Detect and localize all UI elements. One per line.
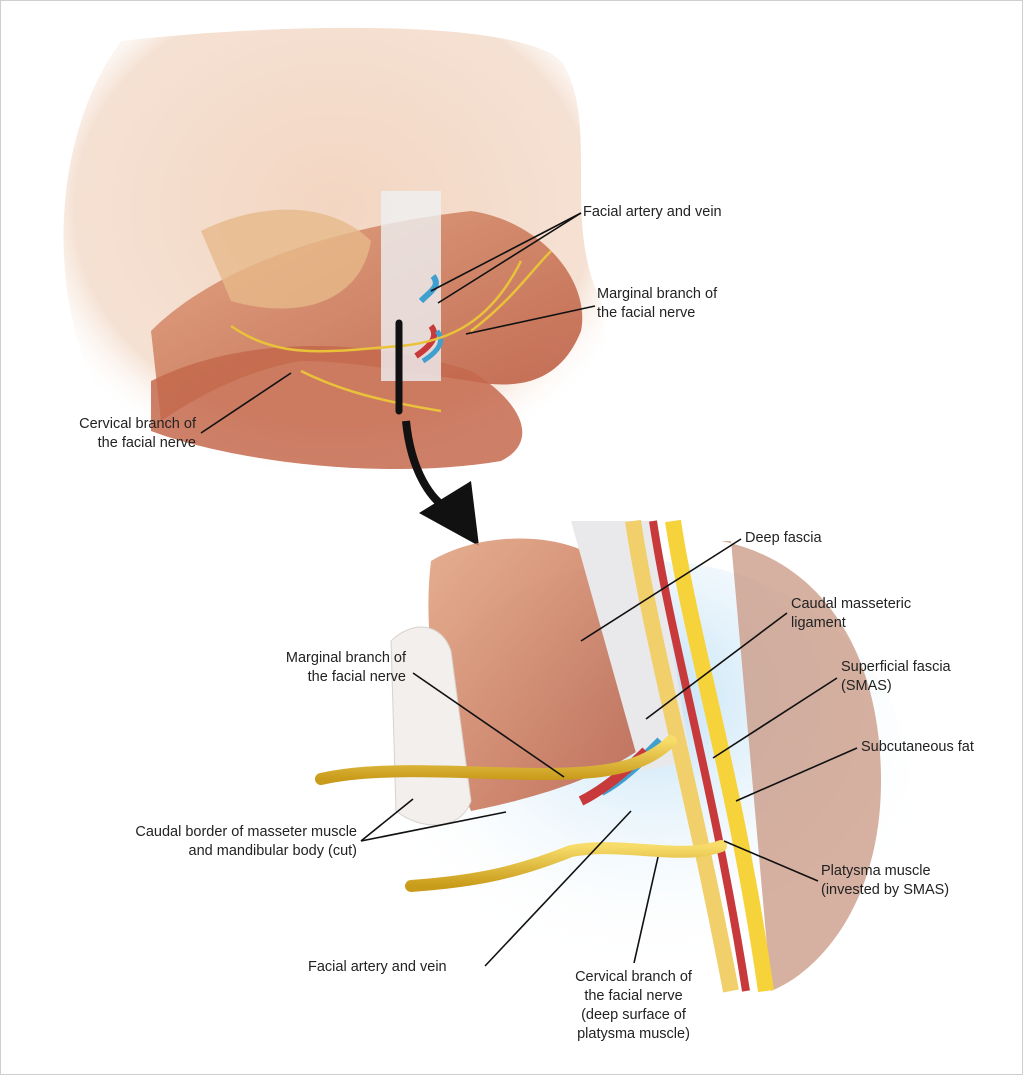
label-line: (deep surface of [581,1007,686,1023]
label-deep-fascia: Deep fascia [745,530,822,546]
top-head-illustration [63,27,605,546]
label-top-marginal-branch: Marginal branch of the facial nerve [597,285,717,323]
leader-lines [200,212,858,967]
label-line: the facial nerve [584,988,683,1004]
label-line: Platysma muscle [821,863,931,879]
label-subcutaneous-fat: Subcutaneous fat [861,739,974,755]
label-line: (SMAS) [841,678,892,694]
label-top-cervical-branch: Cervical branch of the facial nerve [79,415,196,453]
label-line: and mandibular body (cut) [188,843,357,859]
label-line: Marginal branch of [597,286,718,302]
label-line: platysma muscle) [577,1026,690,1042]
label-line: Cervical branch of [79,416,196,432]
label-detail-marginal-branch: Marginal branch of the facial nerve [286,649,406,687]
label-superficial-fascia: Superficial fascia (SMAS) [841,658,951,696]
label-line: Marginal branch of [285,650,406,666]
label-line: the facial nerve [597,305,696,321]
label-caudal-border: Caudal border of masseter muscle and man… [135,823,357,861]
label-detail-facial-artery-vein: Facial artery and vein [308,959,447,975]
arrow-head-icon [419,481,479,546]
label-line: ligament [791,615,846,631]
label-line: (invested by SMAS) [821,882,950,898]
label-line: Cervical branch of [575,969,692,985]
label-line: Superficial fascia [841,659,951,675]
label-detail-cervical-branch: Cervical branch of the facial nerve (dee… [561,968,706,1044]
label-top-facial-artery-vein: Facial artery and vein [583,204,722,220]
label-platysma-muscle: Platysma muscle (invested by SMAS) [821,862,949,900]
label-line: Caudal border of masseter muscle [135,824,357,840]
label-line: Caudal masseteric [791,596,912,612]
label-line: the facial nerve [97,435,196,451]
label-line: the facial nerve [307,669,406,685]
label-caudal-masseteric-ligament: Caudal masseteric ligament [791,595,911,633]
